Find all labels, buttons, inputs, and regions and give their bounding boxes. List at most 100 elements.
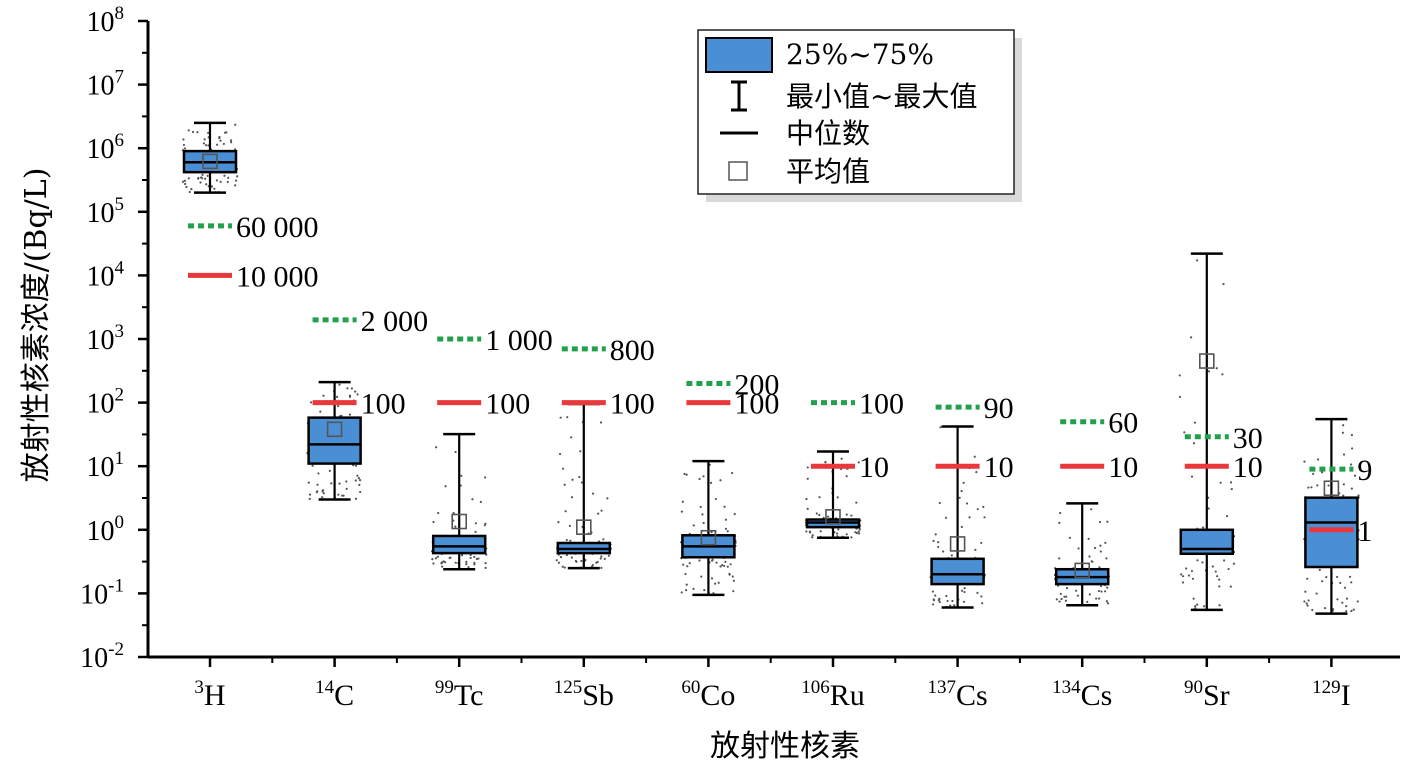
data-point	[815, 512, 818, 515]
data-point	[724, 560, 727, 563]
data-point	[432, 562, 435, 565]
box-14-c	[307, 380, 362, 501]
limit-value-label: 800	[610, 334, 655, 367]
y-tick-label: 100	[87, 512, 125, 547]
iqr-box	[307, 416, 362, 465]
data-point	[219, 180, 222, 183]
data-point	[1339, 581, 1342, 585]
data-point	[1059, 511, 1062, 515]
data-point	[1190, 475, 1194, 478]
data-point	[317, 472, 320, 475]
data-point	[1356, 600, 1359, 603]
data-point	[1214, 570, 1217, 573]
data-point	[857, 530, 860, 533]
data-point	[692, 587, 695, 590]
data-point	[980, 541, 983, 545]
data-point	[824, 460, 827, 464]
data-point	[1100, 590, 1103, 593]
limit-value-label: 60	[1108, 407, 1138, 440]
data-point	[1068, 536, 1072, 539]
data-point	[1190, 569, 1194, 573]
data-point	[1058, 557, 1061, 560]
mean-marker	[1323, 480, 1340, 497]
data-point	[1201, 561, 1204, 564]
data-point	[234, 123, 237, 126]
data-point	[1350, 609, 1353, 613]
data-point	[855, 501, 858, 504]
y-tick-label: 107	[87, 67, 125, 102]
data-point	[223, 174, 226, 177]
y-tick-label: 106	[87, 130, 125, 165]
data-point	[1341, 601, 1344, 604]
data-point	[607, 554, 610, 557]
data-point	[1077, 547, 1080, 550]
data-point	[199, 181, 202, 184]
data-point	[196, 131, 199, 134]
data-point	[732, 579, 735, 582]
data-point	[1105, 600, 1109, 603]
x-tick-label: 125Sb	[554, 677, 614, 712]
data-point	[484, 476, 487, 479]
data-point	[350, 387, 353, 390]
data-point	[850, 536, 853, 539]
data-point	[345, 487, 348, 490]
data-point	[724, 518, 728, 521]
data-point	[1343, 586, 1347, 589]
data-point	[1221, 373, 1224, 376]
data-point	[557, 520, 560, 524]
data-point	[1304, 590, 1307, 593]
data-point	[570, 436, 573, 439]
legend-label-mean: 平均值	[786, 155, 870, 188]
data-point	[322, 492, 325, 495]
x-tick-label: 90Sr	[1184, 677, 1230, 712]
data-point	[934, 594, 937, 597]
data-point	[1106, 520, 1109, 523]
data-point	[698, 559, 701, 562]
data-point	[1305, 602, 1308, 605]
data-point	[1095, 597, 1098, 600]
data-point	[559, 416, 562, 419]
data-point	[960, 589, 964, 592]
data-point	[960, 489, 963, 493]
data-point	[435, 446, 438, 449]
data-point	[1207, 370, 1211, 373]
data-point	[1216, 575, 1219, 578]
limit-value-label: 30	[1233, 422, 1263, 455]
limit-value-label: 10 000	[236, 260, 319, 293]
data-point	[222, 142, 225, 146]
data-point	[1307, 486, 1310, 489]
y-tick-label: 108	[87, 3, 125, 38]
data-point	[1324, 606, 1327, 610]
data-point	[563, 483, 566, 486]
data-point	[1104, 541, 1107, 544]
data-point	[337, 493, 340, 496]
data-point	[555, 559, 558, 562]
data-point	[1341, 431, 1345, 434]
limit-value-label: 100	[485, 388, 530, 421]
mean-marker	[575, 519, 592, 535]
data-point	[436, 555, 439, 558]
data-point	[354, 390, 357, 393]
data-point	[836, 496, 839, 499]
data-point	[321, 489, 325, 492]
data-point	[1093, 546, 1097, 550]
data-point	[723, 505, 726, 508]
data-point	[467, 566, 470, 569]
boxes-layer	[182, 121, 1359, 615]
data-point	[484, 522, 487, 525]
data-point	[684, 572, 687, 576]
limit-value-label: 60 000	[236, 211, 319, 244]
data-point	[460, 474, 463, 477]
y-tick-label: 10-2	[80, 639, 124, 674]
data-point	[1227, 567, 1230, 571]
data-point	[806, 477, 809, 480]
data-point	[1058, 521, 1061, 524]
data-point	[728, 572, 731, 576]
limit-value-label: 100	[610, 388, 655, 421]
data-point	[837, 528, 840, 531]
data-point	[1075, 589, 1078, 592]
x-tick-label: 129I	[1312, 677, 1351, 712]
data-point	[187, 177, 190, 180]
data-point	[1349, 463, 1353, 466]
data-point	[432, 520, 435, 524]
